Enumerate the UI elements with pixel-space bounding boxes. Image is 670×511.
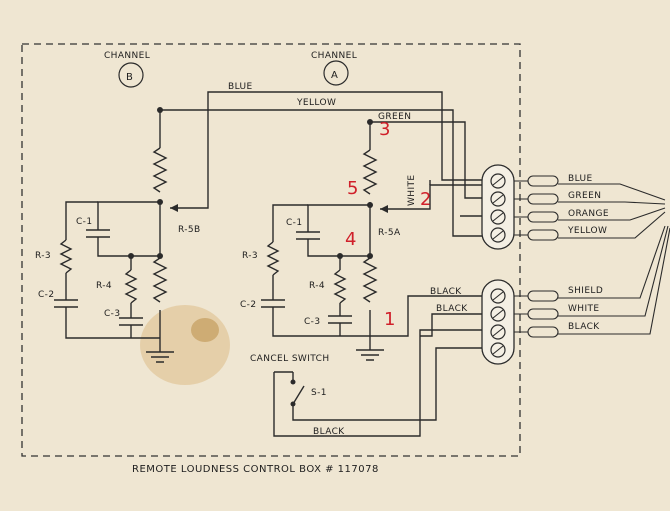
cable-label-orange: ORANGE [568, 209, 609, 219]
cable-label-black: BLACK [568, 322, 600, 332]
cable-label-yellow: YELLOW [567, 226, 607, 236]
marker-5: 5 [347, 178, 358, 199]
wire-label-black-2: BLACK [436, 304, 468, 314]
channel-b-circle [118, 62, 144, 88]
r4-b-label: R-4 [96, 281, 112, 291]
marker-3: 3 [379, 119, 390, 140]
terminal-strip-top [481, 164, 515, 250]
channel-a-label: CHANNEL [311, 51, 357, 61]
wire-label-yellow: YELLOW [296, 98, 336, 108]
cancel-switch [273, 329, 485, 437]
r3-a-label: R-3 [242, 251, 258, 261]
channel-a-circle [323, 60, 349, 86]
cable-label-shield: SHIELD [568, 286, 603, 296]
c1-b-label: C-1 [76, 217, 92, 227]
cable-top [514, 175, 666, 241]
c2-b-label: C-2 [38, 290, 54, 300]
channel-b-label: CHANNEL [104, 51, 150, 61]
r4-a-label: R-4 [309, 281, 325, 291]
cable-label-white: WHITE [568, 304, 600, 314]
r5b-label: R-5B [178, 225, 201, 235]
c3-a-label: C-3 [304, 317, 320, 327]
r5a-label: R-5A [378, 228, 401, 238]
terminal-strip-bottom [481, 279, 515, 365]
c3-b-label: C-3 [104, 309, 120, 319]
paper-stain-core [191, 318, 219, 342]
channel-b-circuit [54, 91, 485, 363]
box-outline [21, 43, 521, 457]
cable-label-green: GREEN [568, 191, 601, 201]
marker-4: 4 [345, 229, 356, 250]
c2-a-label: C-2 [240, 300, 256, 310]
wire-label-black-1: BLACK [430, 287, 462, 297]
channel-a-circuit [261, 119, 485, 361]
wire-label-black-bottom: BLACK [313, 427, 345, 437]
cable-label-blue: BLUE [568, 174, 593, 184]
cable-bottom [514, 225, 670, 338]
marker-2: 2 [420, 189, 431, 210]
marker-1: 1 [384, 309, 395, 330]
diagram-title: REMOTE LOUDNESS CONTROL BOX # 117078 [132, 464, 379, 475]
r3-b-label: R-3 [35, 251, 51, 261]
cancel-switch-label: CANCEL SWITCH [250, 354, 330, 364]
wire-label-blue: BLUE [228, 82, 253, 92]
wire-label-white: WHITE [407, 174, 417, 206]
s1-label: S-1 [311, 388, 327, 398]
paper-stain [140, 305, 230, 385]
channel-a-letter: A [331, 70, 338, 81]
c1-a-label: C-1 [286, 218, 302, 228]
channel-b-letter: B [126, 72, 133, 83]
wire-label-green: GREEN [378, 112, 411, 122]
